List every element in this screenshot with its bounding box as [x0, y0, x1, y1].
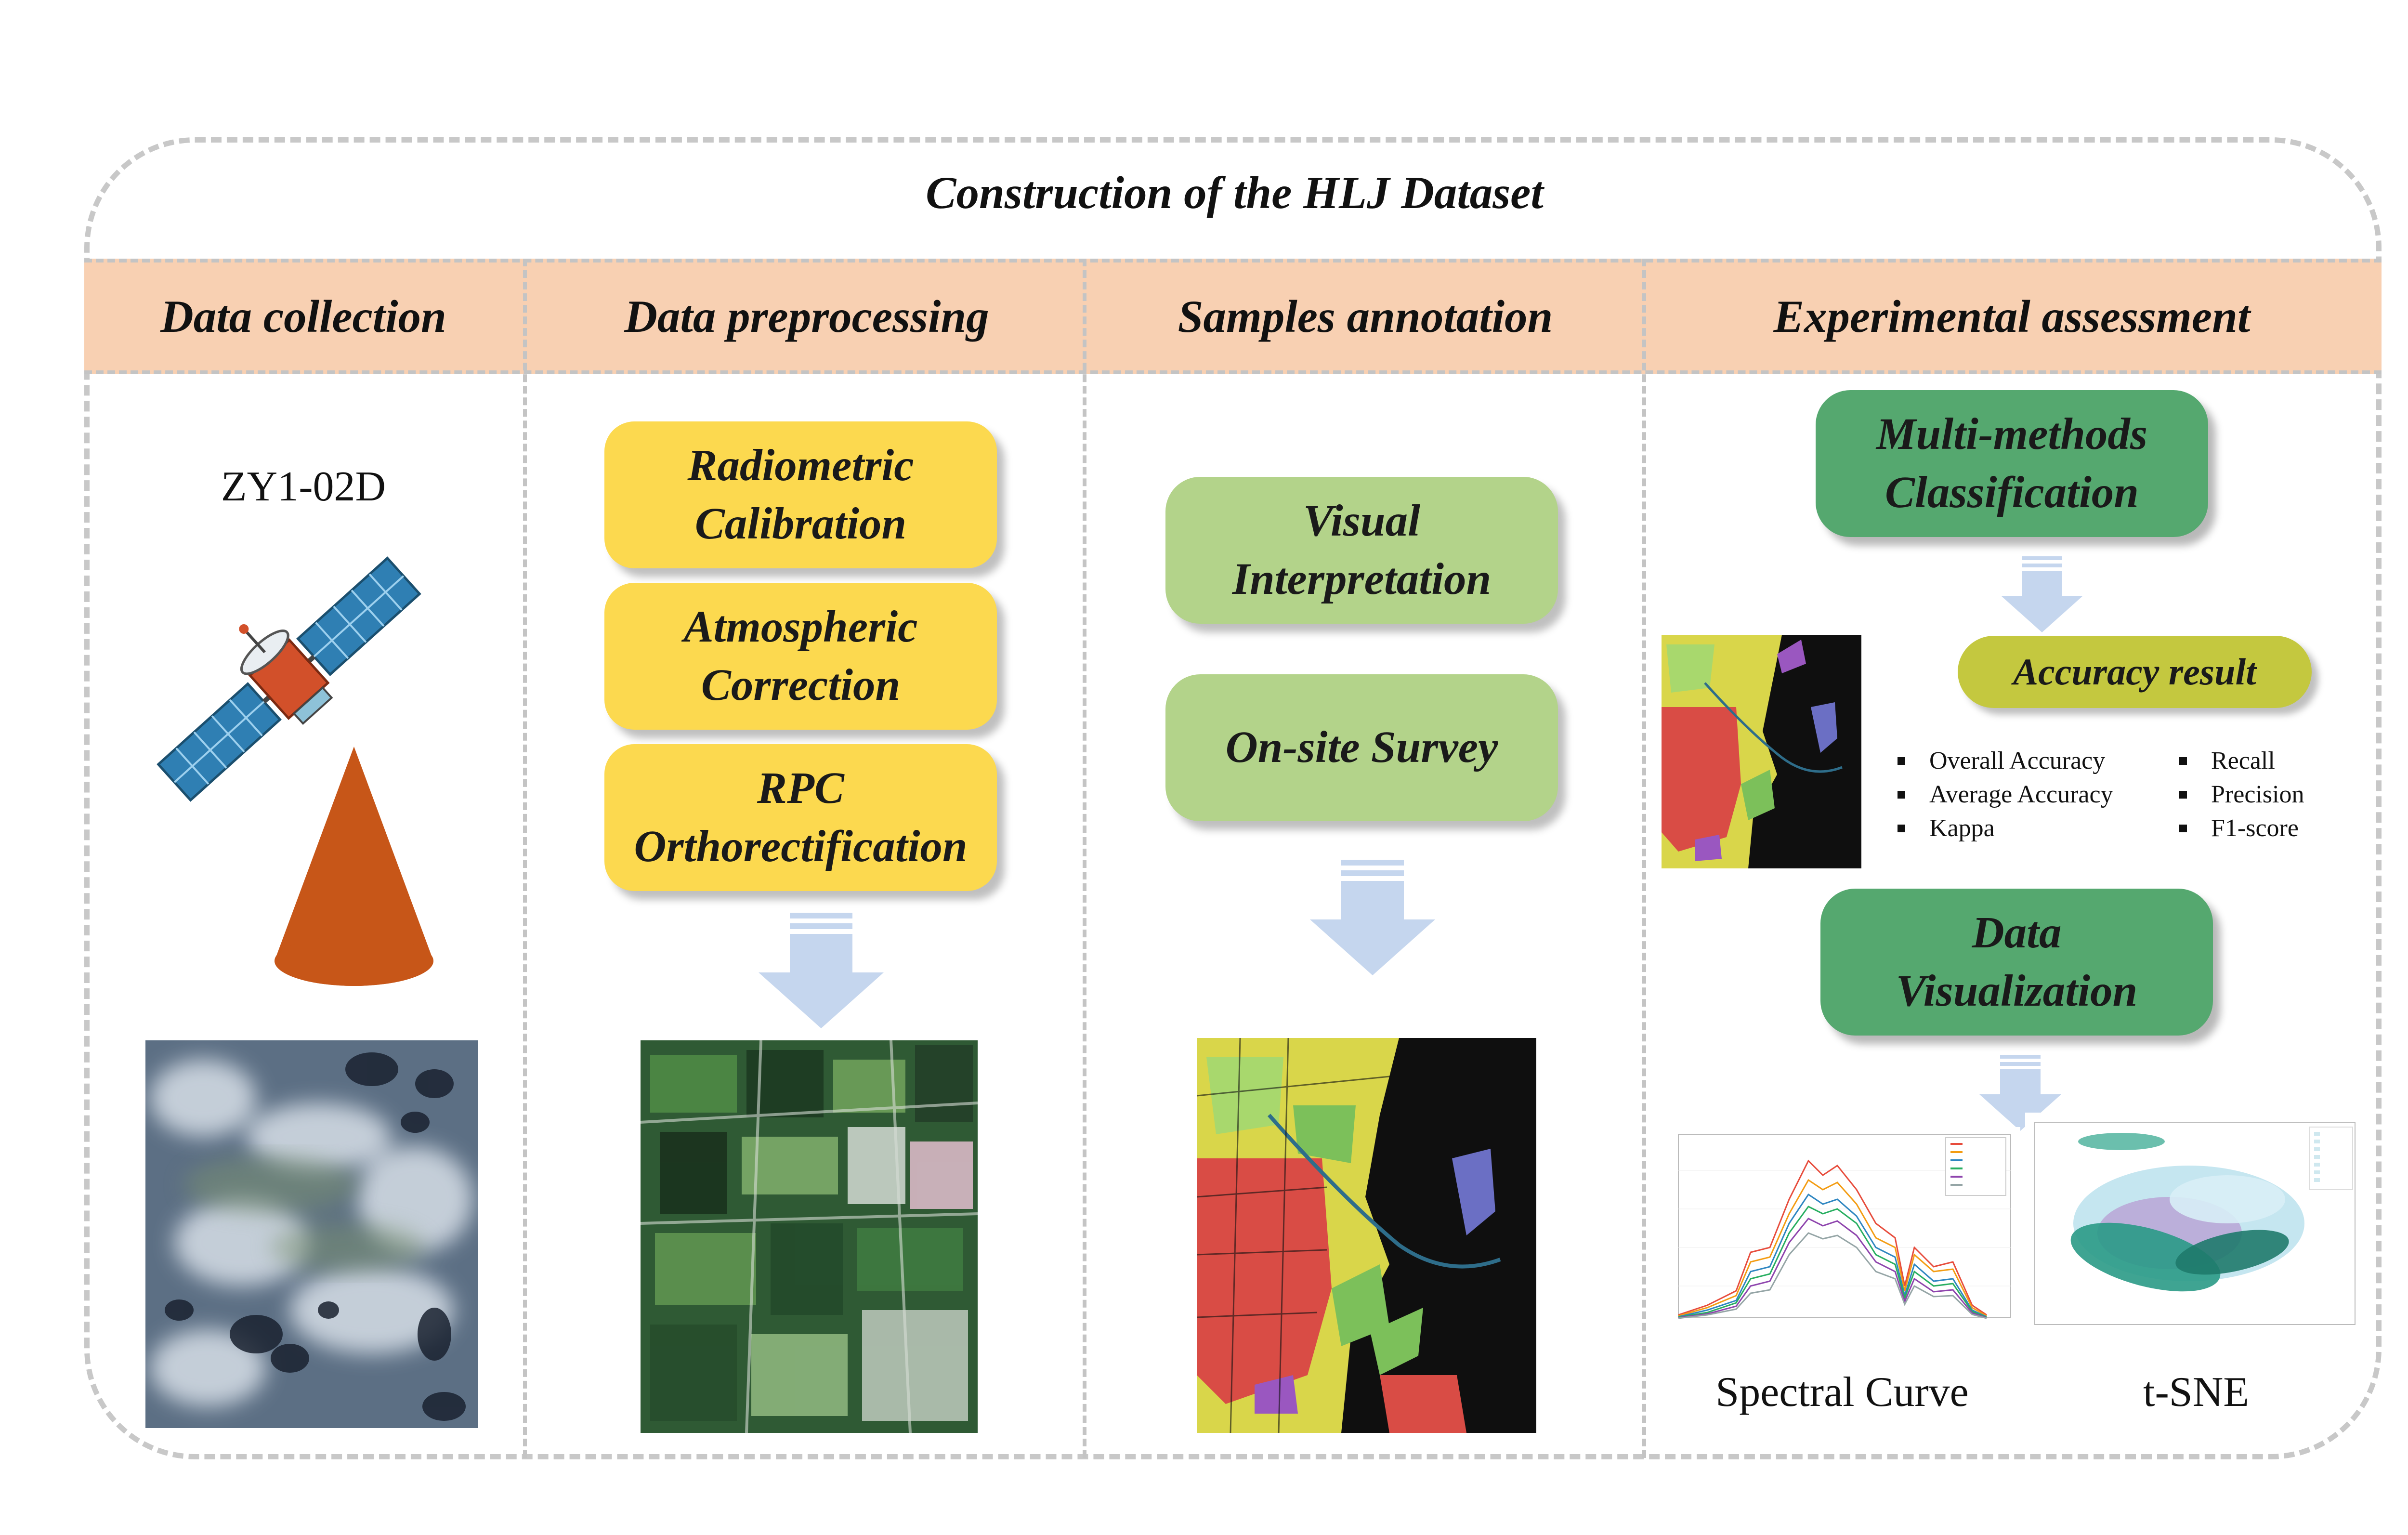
header-data-collection: Data collection — [160, 291, 446, 342]
spectral-curve-label: Spectral Curve — [1715, 1369, 1969, 1416]
step-multi-methods-classification: Multi-methods Classification — [1816, 390, 2208, 537]
metric-label: Average Accuracy — [1929, 781, 2113, 808]
diagram-title: Construction of the HLJ Dataset — [926, 167, 1544, 218]
satellite-icon — [157, 556, 421, 802]
metric-label: Recall — [2211, 747, 2275, 774]
metric-label: Precision — [2211, 781, 2304, 808]
corrected-satellite-image — [641, 1040, 978, 1433]
column-divider — [523, 259, 527, 1458]
tsne-label: t-SNE — [2143, 1369, 2249, 1416]
step-on-site-survey: On-site Survey — [1165, 674, 1558, 821]
down-arrow-icon — [759, 913, 884, 1028]
metric-item: Precision — [2179, 780, 2304, 809]
classification-map — [1662, 635, 1861, 868]
column-divider — [1083, 259, 1086, 1458]
down-arrow-icon — [1979, 1055, 2061, 1131]
header-data-preprocessing: Data preprocessing — [624, 291, 989, 342]
tsne-plot — [2025, 1113, 2360, 1339]
accuracy-result-box: Accuracy result — [1958, 636, 2312, 708]
step-data-visualization: Data Visualization — [1820, 889, 2213, 1036]
metric-item: Overall Accuracy — [1898, 747, 2105, 775]
annotation-map — [1197, 1038, 1536, 1433]
outer-frame — [84, 137, 2382, 1459]
metric-item: Kappa — [1898, 814, 1995, 842]
satellite-label: ZY1-02D — [221, 463, 386, 510]
metric-item: Recall — [2179, 747, 2275, 775]
metric-item: Average Accuracy — [1898, 780, 2113, 809]
column-divider — [1642, 259, 1646, 1458]
spectral-curve-plot — [1664, 1127, 2020, 1334]
step-radiometric-calibration: Radiometric Calibration — [604, 421, 997, 568]
raw-satellite-image — [145, 1040, 478, 1428]
metric-item: F1-score — [2179, 814, 2299, 842]
header-band — [84, 259, 2382, 374]
down-arrow-icon — [2001, 556, 2083, 632]
header-samples-annotation: Samples annotation — [1178, 291, 1553, 342]
step-rpc-orthorectification: RPC Orthorectification — [604, 744, 997, 891]
step-atmospheric-correction: Atmospheric Correction — [604, 583, 997, 730]
header-experimental-assessment: Experimental assessment — [1773, 291, 2251, 342]
metric-label: F1-score — [2211, 814, 2299, 842]
sensor-cone-icon — [275, 747, 433, 986]
metric-label: Overall Accuracy — [1929, 747, 2106, 774]
down-arrow-icon — [1310, 860, 1435, 975]
step-visual-interpretation: Visual Interpretation — [1165, 477, 1558, 624]
metric-label: Kappa — [1929, 814, 1995, 842]
